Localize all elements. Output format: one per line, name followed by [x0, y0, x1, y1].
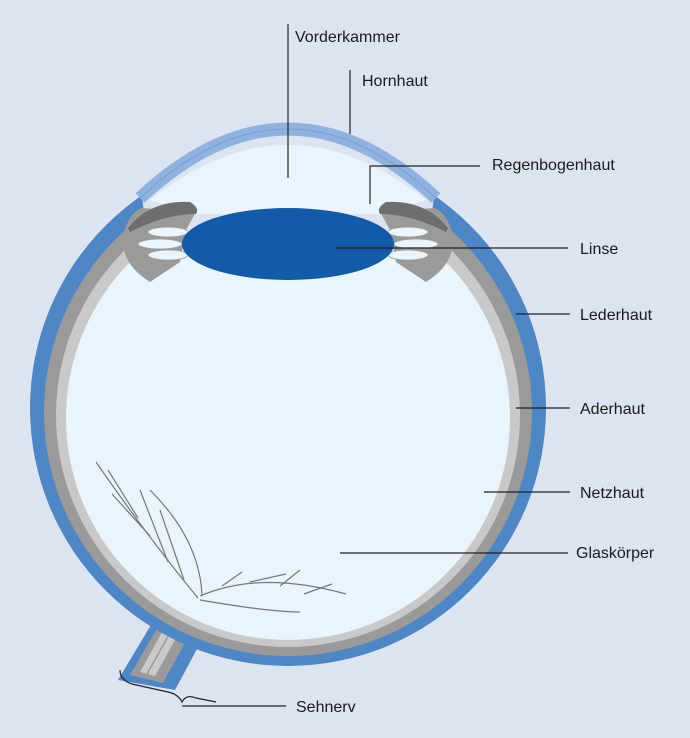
label-netzhaut: Netzhaut [580, 485, 645, 502]
label-vorderkammer: Vorderkammer [295, 29, 401, 46]
label-hornhaut: Hornhaut [362, 73, 428, 90]
label-glaskoerper: Glaskörper [576, 545, 655, 562]
label-linse: Linse [580, 241, 618, 258]
lens [182, 208, 394, 280]
label-regenbogenhaut: Regenbogenhaut [492, 157, 615, 174]
label-lederhaut: Lederhaut [580, 307, 653, 324]
label-aderhaut: Aderhaut [580, 401, 645, 418]
label-sehnerv: Sehnerv [296, 699, 356, 716]
